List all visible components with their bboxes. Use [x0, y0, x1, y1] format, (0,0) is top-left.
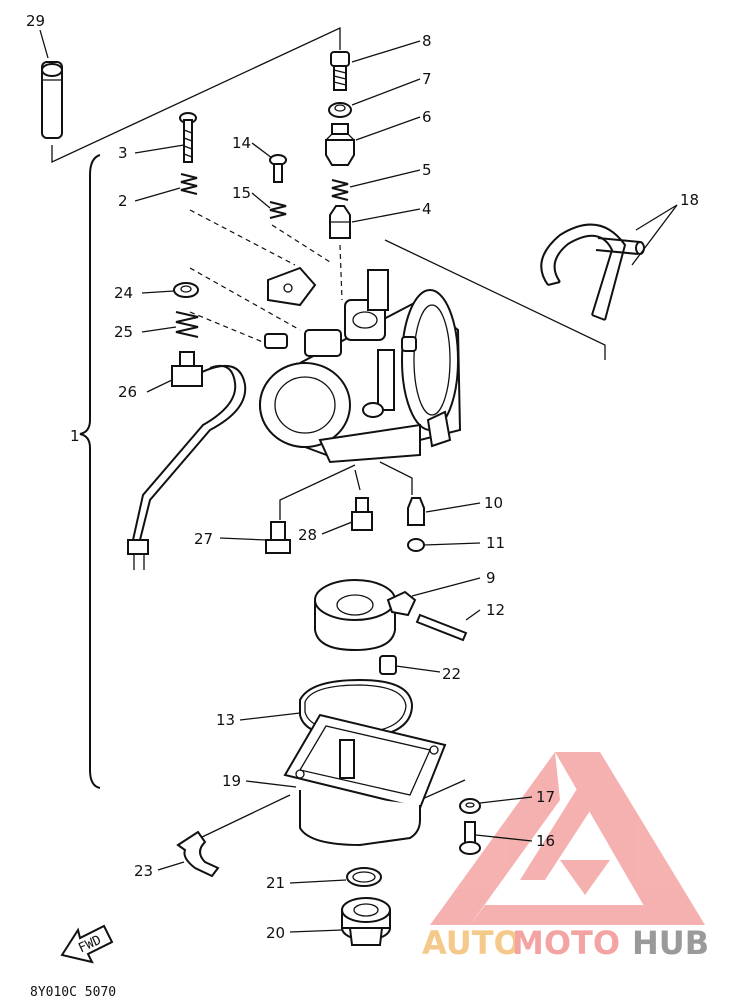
callout-26: 26 — [118, 383, 137, 401]
callout-11: 11 — [486, 534, 505, 552]
callout-24: 24 — [114, 284, 133, 302]
callout-4: 4 — [422, 200, 432, 218]
callout-15: 15 — [232, 184, 251, 202]
part-9-float — [314, 579, 417, 652]
drawing-code: 8Y010C 5070 — [30, 985, 116, 1000]
callout-12: 12 — [486, 601, 505, 619]
callout-5: 5 — [422, 161, 432, 179]
callout-21: 21 — [266, 874, 285, 892]
part-17-washer — [459, 798, 481, 814]
part-11-clip — [407, 538, 425, 552]
part-27-main-jet — [265, 521, 291, 554]
part-1-carburetor-body — [259, 266, 462, 464]
callout-18: 18 — [680, 191, 699, 209]
part-18-hose — [540, 223, 645, 321]
callout-28: 28 — [298, 526, 317, 544]
callout-labels: 29 8 7 6 5 4 3 2 14 15 24 25 26 1 18 27 … — [26, 12, 699, 942]
part-15-spring — [269, 201, 287, 219]
part-28-pilot-jet — [351, 497, 373, 531]
callout-27: 27 — [194, 530, 213, 548]
callout-7: 7 — [422, 70, 432, 88]
part-10-needle-valve — [407, 497, 425, 526]
part-4-valve — [329, 205, 351, 239]
watermark-logo — [430, 752, 705, 925]
callout-16: 16 — [536, 832, 555, 850]
watermark-wordmark: AUTO MOTO HUB — [422, 924, 709, 962]
callout-22: 22 — [442, 665, 461, 683]
part-2-spring — [180, 173, 198, 195]
part-29-pilot-tube — [41, 61, 63, 139]
part-26-starter-cable — [127, 351, 247, 570]
callout-9: 9 — [486, 569, 496, 587]
callout-23: 23 — [134, 862, 153, 880]
callout-2: 2 — [118, 192, 128, 210]
callout-29: 29 — [26, 12, 45, 30]
part-8-adjust-screw — [330, 51, 350, 91]
callout-19: 19 — [222, 772, 241, 790]
assembly-bracket — [79, 154, 101, 789]
part-20-drain-plug — [341, 897, 391, 946]
callout-13: 13 — [216, 711, 235, 729]
watermark-text-auto: AUTO — [422, 924, 521, 962]
callout-3: 3 — [118, 144, 128, 162]
callout-8: 8 — [422, 32, 432, 50]
callout-6: 6 — [422, 108, 432, 126]
part-25-spring — [175, 311, 199, 338]
callout-20: 20 — [266, 924, 285, 942]
part-5-spring — [331, 179, 349, 201]
guide-lines — [51, 26, 606, 839]
part-6-cap — [325, 123, 355, 166]
callout-14: 14 — [232, 134, 251, 152]
part-7-nut — [328, 102, 352, 118]
part-16-screw — [459, 821, 481, 855]
part-3-screw — [179, 112, 197, 163]
watermark-text-moto: MOTO — [512, 924, 620, 962]
part-23-clamp — [176, 830, 220, 878]
callout-1: 1 — [70, 427, 80, 445]
callout-25: 25 — [114, 323, 133, 341]
callout-17: 17 — [536, 788, 555, 806]
part-21-o-ring — [346, 867, 382, 887]
fwd-direction-arrow: FWD — [60, 924, 114, 964]
part-14-screw — [269, 154, 287, 183]
part-19-float-chamber — [283, 713, 447, 847]
part-24-washer — [173, 282, 199, 298]
part-12-pin — [415, 613, 468, 642]
callout-10: 10 — [484, 494, 503, 512]
part-22-plug — [379, 655, 397, 675]
watermark-text-hub: HUB — [632, 924, 709, 962]
leader-lines — [39, 29, 678, 933]
